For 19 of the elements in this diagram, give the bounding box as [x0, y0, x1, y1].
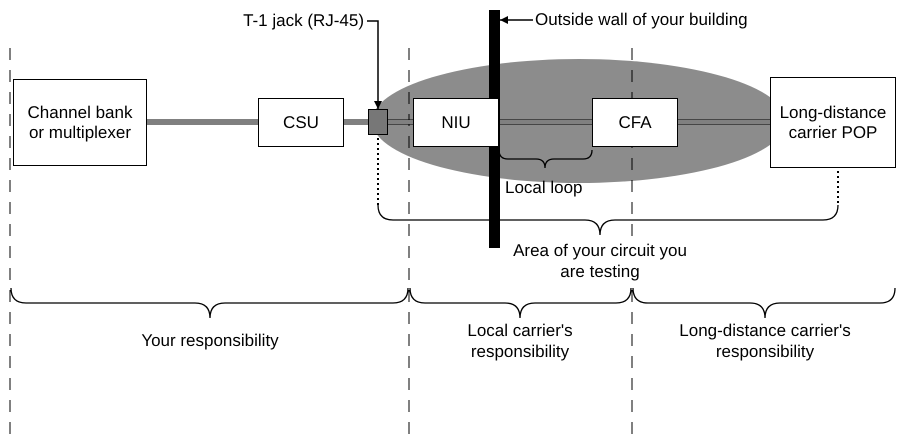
- cable-line: [147, 120, 258, 124]
- label-text: Your responsibility: [140, 330, 280, 351]
- callout-text: Outside wall of your building: [535, 8, 807, 32]
- cable-line: [388, 120, 413, 124]
- callout-text: T-1 jack (RJ-45): [200, 9, 364, 33]
- cable-line: [344, 120, 368, 124]
- jack-box: [368, 109, 388, 135]
- device-box: CFA: [592, 98, 678, 147]
- device-box: CSU: [258, 98, 344, 147]
- device-box: Channel bank or multiplexer: [13, 79, 147, 166]
- label-text: Local loop: [505, 177, 584, 198]
- cable-line: [499, 120, 592, 124]
- label-text: Local carrier's responsibility: [466, 320, 574, 362]
- leader-arrow: [500, 16, 533, 24]
- leader-arrow: [367, 20, 382, 109]
- device-box: NIU: [413, 98, 499, 147]
- cable-line: [678, 120, 770, 124]
- label-text: Long-distance carrier's responsibility: [678, 320, 852, 362]
- device-box: Long-distance carrier POP: [770, 77, 896, 168]
